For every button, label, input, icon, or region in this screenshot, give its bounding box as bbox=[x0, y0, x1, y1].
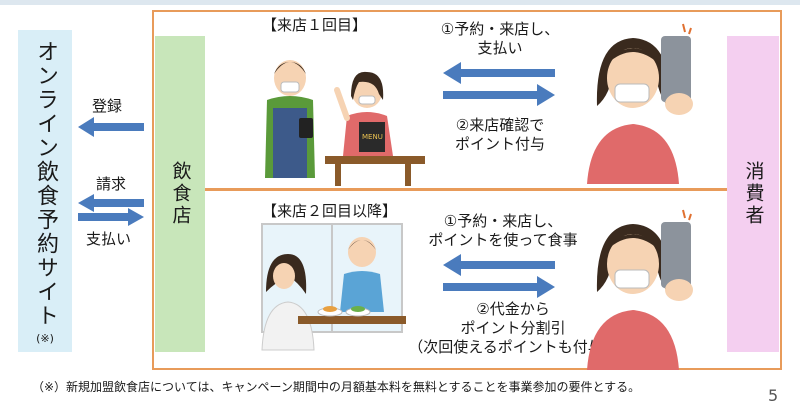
first-visit-step2-line2: ポイント付与 bbox=[454, 134, 545, 153]
consumer-phone-illustration-1 bbox=[587, 23, 693, 184]
second-visit-discount-arrow bbox=[443, 276, 555, 298]
consumer-label: 消費者 bbox=[742, 161, 765, 227]
first-visit-step1-line2: 支払い bbox=[477, 38, 523, 57]
second-visit-step1: ①予約・来店し、 ポイントを使って食事 bbox=[418, 212, 588, 250]
consumer-panel: 消費者 bbox=[727, 36, 779, 352]
payment-label: 支払い bbox=[86, 230, 132, 248]
invoice-label: 請求 bbox=[96, 175, 127, 193]
payment-arrow bbox=[78, 208, 144, 226]
second-visit-step2-line1: ②代金から bbox=[476, 300, 550, 318]
page-number: 5 bbox=[768, 386, 779, 405]
register-label: 登録 bbox=[92, 97, 123, 115]
second-visit-reserve-arrow bbox=[443, 254, 555, 276]
second-visit-step1-line1: ①予約・来店し、 bbox=[443, 212, 563, 230]
online-site-label: オンライン飲食予約サイト bbox=[33, 40, 58, 328]
visit-divider bbox=[205, 188, 727, 191]
first-visit-step1-line1: ①予約・来店し、 bbox=[440, 20, 560, 38]
restaurant-label: 飲食店 bbox=[169, 161, 192, 227]
second-visit-heading: 【来店２回目以降】 bbox=[262, 202, 398, 220]
second-visit-step2-line3: （次回使えるポイントも付与） bbox=[408, 337, 618, 356]
first-visit-step2-line1: ②来店確認で bbox=[455, 116, 545, 134]
second-visit-step1-line2: ポイントを使って食事 bbox=[428, 230, 578, 249]
top-stripe bbox=[0, 0, 800, 5]
online-site-panel: オンライン飲食予約サイト (※) bbox=[18, 30, 72, 352]
consumer-phone-illustration-2 bbox=[587, 209, 693, 370]
first-visit-point-arrow bbox=[443, 84, 555, 106]
dining-couple-illustration bbox=[261, 223, 406, 351]
second-visit-step2-line2: ポイント分割引 bbox=[460, 318, 566, 337]
invoice-arrow bbox=[78, 194, 144, 212]
online-site-note: (※) bbox=[36, 332, 54, 345]
footer-note: （※）新規加盟飲食店については、キャンペーン期間中の月額基本料を無料とすることを… bbox=[32, 380, 641, 394]
register-arrow bbox=[78, 117, 144, 137]
first-visit-reserve-arrow bbox=[443, 62, 555, 84]
restaurant-panel: 飲食店 bbox=[155, 36, 205, 352]
second-visit-step2: ②代金から ポイント分割引 （次回使えるポイントも付与） bbox=[408, 300, 618, 356]
waiter-customer-illustration: MENU bbox=[265, 60, 425, 186]
first-visit-step1: ①予約・来店し、 支払い bbox=[425, 20, 575, 58]
restaurant-consumer-frame bbox=[152, 10, 782, 370]
menu-text: MENU bbox=[362, 133, 383, 141]
first-visit-heading: 【来店１回目】 bbox=[262, 16, 368, 34]
first-visit-step2: ②来店確認で ポイント付与 bbox=[425, 116, 575, 154]
